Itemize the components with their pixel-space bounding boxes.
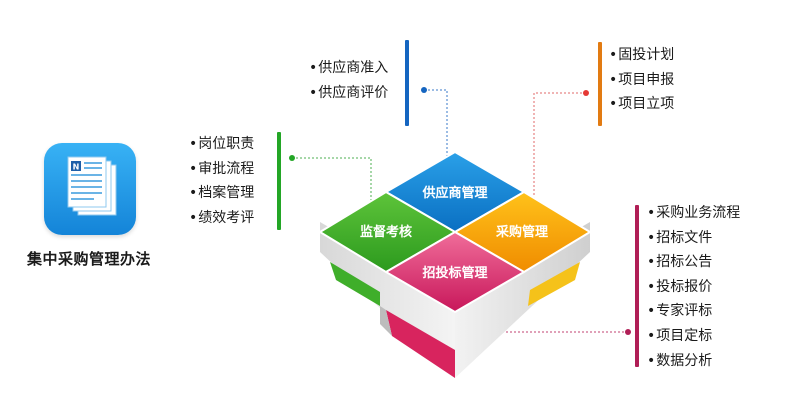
procurement-list: 采购业务流程 招标文件 招标公告 投标报价 专家评标 项目定标 数据分析	[647, 201, 740, 373]
connector-dot-procurement	[625, 329, 631, 335]
connector-plan	[533, 92, 586, 205]
tile-left-label: 监督考核	[360, 224, 412, 240]
edge-pink	[386, 310, 455, 378]
list-item: 固投计划	[609, 43, 674, 68]
plan-list: 固投计划 项目申报 项目立项	[609, 43, 674, 117]
tile-right-label: 采购管理	[495, 224, 548, 240]
list-item: 招标公告	[647, 250, 740, 275]
document-stack-icon: N	[44, 143, 136, 235]
list-item: 供应商准入	[309, 56, 388, 81]
plan-bar	[598, 42, 602, 126]
svg-text:N: N	[73, 163, 80, 172]
tile-bottom	[384, 230, 526, 314]
list-item: 项目定标	[647, 324, 740, 349]
list-item: 绩效考评	[189, 206, 254, 231]
list-item: 档案管理	[189, 181, 254, 206]
list-item: 专家评标	[647, 299, 740, 324]
connector-dot-plan	[583, 90, 589, 96]
connector-supplier	[424, 89, 448, 165]
list-item: 审批流程	[189, 157, 254, 182]
list-item: 数据分析	[647, 349, 740, 374]
document-title: 集中采购管理办法	[26, 250, 151, 268]
list-item: 项目申报	[609, 68, 674, 93]
supplier-list: 供应商准入 供应商评价	[309, 56, 388, 105]
tile-bottom-label: 招投标管理	[422, 265, 487, 281]
edge-green	[330, 262, 380, 306]
supervision-bar	[277, 132, 281, 230]
list-item: 项目立项	[609, 92, 674, 117]
edge-yellow	[528, 262, 580, 306]
list-item: 供应商评价	[309, 81, 388, 106]
tile-top-label: 供应商管理	[421, 185, 487, 201]
connector-dot-supervision	[289, 155, 295, 161]
diamond-side-right	[455, 222, 590, 378]
supervision-list: 岗位职责 审批流程 档案管理 绩效考评	[189, 132, 254, 230]
list-item: 岗位职责	[189, 132, 254, 157]
connector-dot-supplier	[421, 87, 427, 93]
supplier-bar	[405, 40, 409, 126]
procurement-bar	[635, 205, 639, 367]
list-item: 采购业务流程	[647, 201, 740, 226]
list-item: 招标文件	[647, 226, 740, 251]
list-item: 投标报价	[647, 275, 740, 300]
